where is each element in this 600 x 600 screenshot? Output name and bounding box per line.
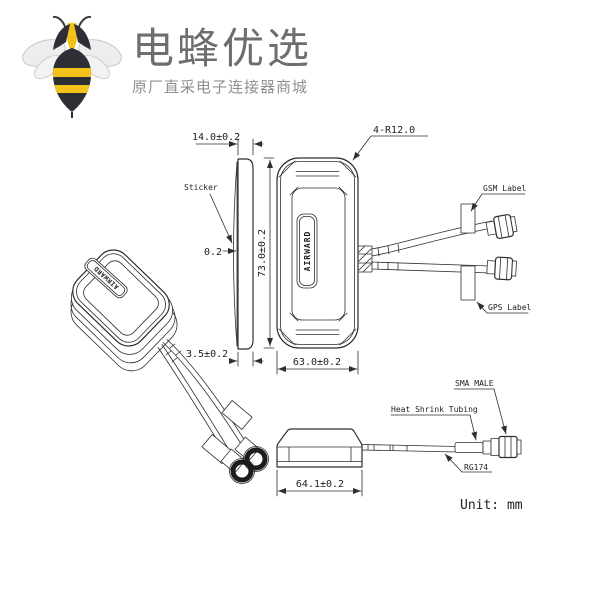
bottom-cable bbox=[361, 444, 459, 453]
gps-cable-ticks bbox=[377, 261, 399, 271]
ext-lines-front-width bbox=[276, 350, 359, 375]
front-view: AIRWARD 4-R12.0 73.0±0.2 63.0±0.2 bbox=[257, 125, 429, 375]
dim-side-width: 14.0±0.2 bbox=[192, 132, 240, 143]
gsm-connector bbox=[485, 214, 518, 239]
dim-front-width: 63.0±0.2 bbox=[293, 357, 341, 368]
front-label-plate-inner bbox=[299, 216, 315, 286]
bottom-body-seams bbox=[276, 446, 363, 462]
ext-lines-base bbox=[237, 351, 254, 367]
dim-bottom-length: 64.1±0.2 bbox=[296, 479, 344, 490]
dim-corner-radius: 4-R12.0 bbox=[373, 125, 415, 136]
bee-collar-left bbox=[53, 24, 70, 50]
bee-stripes bbox=[52, 68, 92, 93]
dim-sticker-thickness: 0.2 bbox=[204, 247, 222, 258]
label-sticker: Sticker bbox=[184, 183, 218, 192]
ext-lines-width bbox=[237, 138, 254, 156]
heat-shrink-leader bbox=[390, 414, 478, 441]
brand-logo: 电蜂优选 原厂直采电子连接器商城 bbox=[22, 8, 312, 118]
sma-male-connector bbox=[482, 435, 522, 459]
gps-cable-top bbox=[371, 261, 491, 267]
front-brand-label: AIRWARD bbox=[303, 231, 312, 272]
label-sma-male: SMA MALE bbox=[455, 379, 494, 388]
rg174-leader bbox=[444, 453, 493, 473]
stub-hatch bbox=[357, 245, 373, 273]
bottom-cable-ticks bbox=[367, 444, 408, 452]
label-gsm: GSM Label bbox=[483, 184, 527, 193]
label-heat-shrink: Heat Shrink Tubing bbox=[391, 405, 478, 414]
unit-note: Unit: mm bbox=[460, 498, 523, 513]
gps-leader bbox=[476, 301, 529, 314]
brand-name: 电蜂优选 bbox=[132, 25, 313, 72]
front-label-plate bbox=[296, 213, 318, 289]
bee-icon bbox=[22, 15, 122, 118]
label-rg174: RG174 bbox=[464, 463, 488, 472]
brand-text-block: 电蜂优选 原厂直采电子连接器商城 bbox=[132, 8, 312, 97]
bee-head-yellow bbox=[66, 23, 78, 53]
gsm-flag bbox=[460, 203, 476, 234]
perspective-view: AIRWARD bbox=[70, 249, 269, 484]
label-gps: GPS Label bbox=[488, 303, 532, 312]
heat-shrink-tube bbox=[454, 442, 484, 453]
gsm-cable-ticks bbox=[377, 244, 400, 257]
bee-collar-right bbox=[74, 24, 91, 50]
front-cap-seams bbox=[295, 171, 340, 335]
front-inner-panel bbox=[291, 187, 346, 321]
radius-leader bbox=[352, 135, 429, 161]
gps-flag bbox=[460, 265, 476, 301]
sticker-layer-curve bbox=[233, 161, 238, 347]
dim-front-height: 73.0±0.2 bbox=[257, 229, 268, 277]
brand-tagline: 原厂直采电子连接器商城 bbox=[132, 79, 309, 97]
gps-connector bbox=[486, 256, 517, 281]
front-corner-seams bbox=[278, 160, 357, 346]
bee-abdomen bbox=[52, 48, 92, 112]
dim-base-thickness: 3.5±0.2 bbox=[186, 349, 228, 360]
perspective-flag-1 bbox=[221, 400, 253, 430]
cable-assembly: GSM Label GPS Label bbox=[357, 184, 532, 314]
bottom-body bbox=[276, 428, 363, 468]
sticker-leader bbox=[209, 193, 233, 244]
perspective-connector-2 bbox=[220, 448, 255, 484]
ext-lines-height bbox=[263, 157, 275, 349]
gsm-leader bbox=[470, 193, 526, 212]
sma-male-leader bbox=[453, 388, 507, 435]
panel-corner-ticks bbox=[289, 186, 348, 322]
perspective-connector-1 bbox=[234, 436, 269, 472]
front-outer-shell bbox=[276, 157, 359, 349]
front-inner-shell bbox=[280, 161, 355, 345]
side-profile-view: 14.0±0.2 Sticker 0.2 3.5±0.2 bbox=[184, 132, 264, 367]
bottom-side-view: 64.1±0.2 Heat Shrink Tubing SMA MALE RG1… bbox=[276, 379, 523, 513]
side-profile-body bbox=[237, 158, 254, 350]
ext-lines-length bbox=[276, 469, 363, 497]
